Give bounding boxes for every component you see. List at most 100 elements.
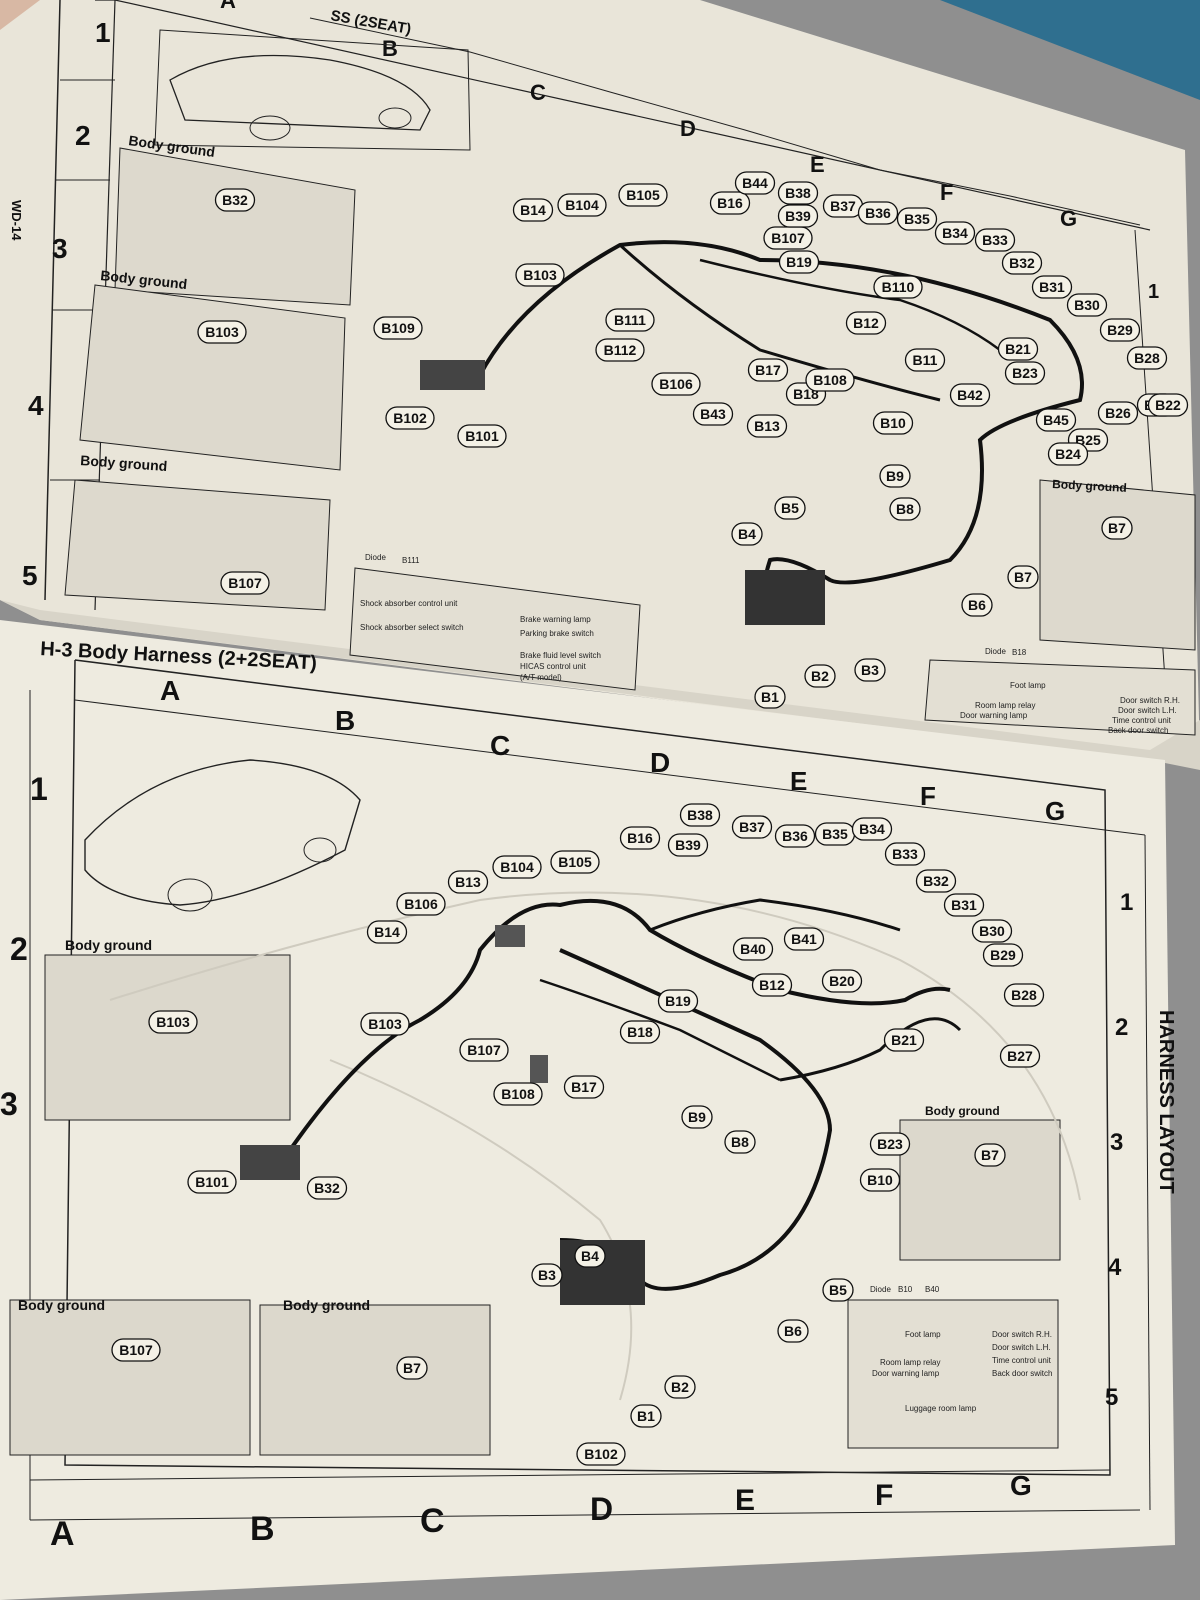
- top-connector-label-b108: B108: [813, 372, 847, 388]
- connector-label-b14-bubble: [366, 920, 408, 944]
- top-connector-label-b13: B13: [754, 418, 780, 434]
- diode-line-4: Luggage room lamp: [905, 1404, 977, 1413]
- connector-label-b8: B8: [731, 1134, 749, 1150]
- top-connector-label-b103: B103: [205, 324, 239, 340]
- connector-label-b107: B107: [467, 1042, 501, 1058]
- connector-label-b19: B19: [665, 993, 691, 1009]
- top-connector-label-b7-bubble: [1007, 565, 1039, 589]
- connector-label-b14: B14: [374, 924, 400, 940]
- connector-label-b12-bubble: [751, 973, 793, 997]
- connector-label-b30: B30: [979, 923, 1005, 939]
- top-connector-label-b21-bubble: [997, 337, 1039, 361]
- top-diode2-label: Diode: [985, 647, 1006, 656]
- top-connector-label-b103-bubble: [515, 263, 565, 287]
- right-row-2: 2: [1115, 1014, 1128, 1041]
- top-col-A: A: [220, 0, 236, 13]
- top-connector-label-b34-bubble: [934, 221, 976, 245]
- top-diode2-line-5: Door switch L.H.: [1118, 706, 1177, 715]
- connector-label-b7-bubble: [974, 1143, 1006, 1167]
- connector-label-b16: B16: [627, 830, 653, 846]
- top-connector-label-b19: B19: [786, 254, 812, 270]
- top-connector-label-b111: B111: [614, 312, 646, 328]
- top-connector-label-b9: B9: [886, 468, 904, 484]
- top-connector-label-b29: B29: [1107, 322, 1133, 338]
- foot-col-D: D: [590, 1491, 613, 1527]
- top-diode2-id: B18: [1012, 648, 1027, 657]
- foot-col-C: C: [420, 1502, 445, 1540]
- top-connector-label-b2-bubble: [804, 664, 836, 688]
- connector-label-b39-bubble: [667, 833, 709, 857]
- connector-label-b101-bubble: [187, 1170, 237, 1194]
- top-connector-label-b2: B2: [811, 668, 829, 684]
- connector-label-b37: B37: [739, 819, 765, 835]
- top-connector-label-b104-bubble: [557, 193, 607, 217]
- connector-label-b18-bubble: [619, 1020, 661, 1044]
- connector-label-b20: B20: [829, 973, 855, 989]
- harness-trunk: [288, 898, 951, 1152]
- top-connector-label-b101-bubble: [457, 424, 507, 448]
- top-connector-label-b32: B32: [1009, 255, 1035, 271]
- connector-label-b32-bubble: [306, 1176, 348, 1200]
- top-connector-label-b28: B28: [1134, 350, 1160, 366]
- top-col-G: G: [1060, 206, 1077, 231]
- bottom-frame: [64, 659, 1111, 1476]
- top-connector-label-b14-bubble: [512, 198, 554, 222]
- top-diode-line-7: (A/T model): [520, 673, 562, 682]
- inset-B7: [899, 1119, 1061, 1261]
- top-connector-label-b23: B23: [1012, 365, 1038, 381]
- top-connector-label-b43: B43: [700, 406, 726, 422]
- top-connector-label-b43-bubble: [692, 402, 734, 426]
- connector-label-b35: B35: [822, 826, 848, 842]
- top-connector-label-b12-bubble: [845, 311, 887, 335]
- top-diode-line-6: HICAS control unit: [520, 662, 587, 671]
- connector-label-b29-bubble: [982, 943, 1024, 967]
- connector-label-b10-bubble: [859, 1168, 901, 1192]
- connector-label-b10: B10: [867, 1172, 893, 1188]
- connector-label-b27: B27: [1007, 1048, 1033, 1064]
- top-inset-2: [79, 284, 346, 471]
- top-connector-label-b1: B1: [761, 689, 779, 705]
- diode-line-7: Time control unit: [992, 1356, 1052, 1365]
- top-connector-label-b26: B26: [1105, 405, 1131, 421]
- top-connector-label-b5: B5: [781, 500, 799, 516]
- ground-label-2: Body ground: [18, 1297, 105, 1313]
- top-harness-trunk: [478, 240, 1084, 621]
- connector-label-b28-bubble: [1003, 983, 1045, 1007]
- ground-label-4: Body ground: [925, 1104, 1000, 1118]
- top-connector-label-b6-bubble: [961, 593, 993, 617]
- car-sketch: [84, 759, 361, 906]
- top-connector-label-b9-bubble: [879, 464, 911, 488]
- ground-label-1: Body ground: [65, 937, 152, 953]
- top-connector-label-b17: B17: [755, 362, 781, 378]
- connector-label-b101: B101: [195, 1174, 229, 1190]
- top-connector-label-b111-bubble: [605, 308, 655, 332]
- top-connector-label-b5-bubble: [774, 496, 806, 520]
- top-side-label: WD-14: [9, 200, 24, 241]
- top-connector-label-b109: B109: [381, 320, 415, 336]
- top-connector-label-b21: B21: [1005, 341, 1031, 357]
- top-connector-label-b4: B4: [738, 526, 756, 542]
- connector-label-b4: B4: [581, 1248, 599, 1264]
- connector-label-b102: B102: [584, 1446, 618, 1462]
- connector-label-b31: B31: [951, 897, 977, 913]
- top-connector-label-b45-bubble: [1035, 408, 1077, 432]
- top-connector-label-b10: B10: [880, 415, 906, 431]
- top-connector-label-b106-bubble: [651, 372, 701, 396]
- top-connector-label-b107-bubble: [220, 571, 270, 595]
- top-connector-label-b42: B42: [957, 387, 983, 403]
- top-connector-label-b28-bubble: [1126, 346, 1168, 370]
- connector-label-b108-bubble: [493, 1082, 543, 1106]
- connector-label-b107: B107: [119, 1342, 153, 1358]
- connector-label-b1: B1: [637, 1408, 655, 1424]
- top-diode2-line-6: Time control unit: [1112, 716, 1172, 725]
- connector-label-b7-bubble: [396, 1356, 428, 1380]
- top-col-D: D: [680, 116, 696, 141]
- connector-label-b33-bubble: [884, 842, 926, 866]
- connector-label-b39: B39: [675, 837, 701, 853]
- connector-label-b41: B41: [791, 931, 817, 947]
- col-A: A: [160, 675, 180, 706]
- top-page: A B C D E F G SS (2SEAT) 1 2 3 4 5 1 WD-…: [0, 0, 1200, 770]
- top-connector-label-b108-bubble: [805, 368, 855, 392]
- top-row-3: 3: [52, 233, 68, 264]
